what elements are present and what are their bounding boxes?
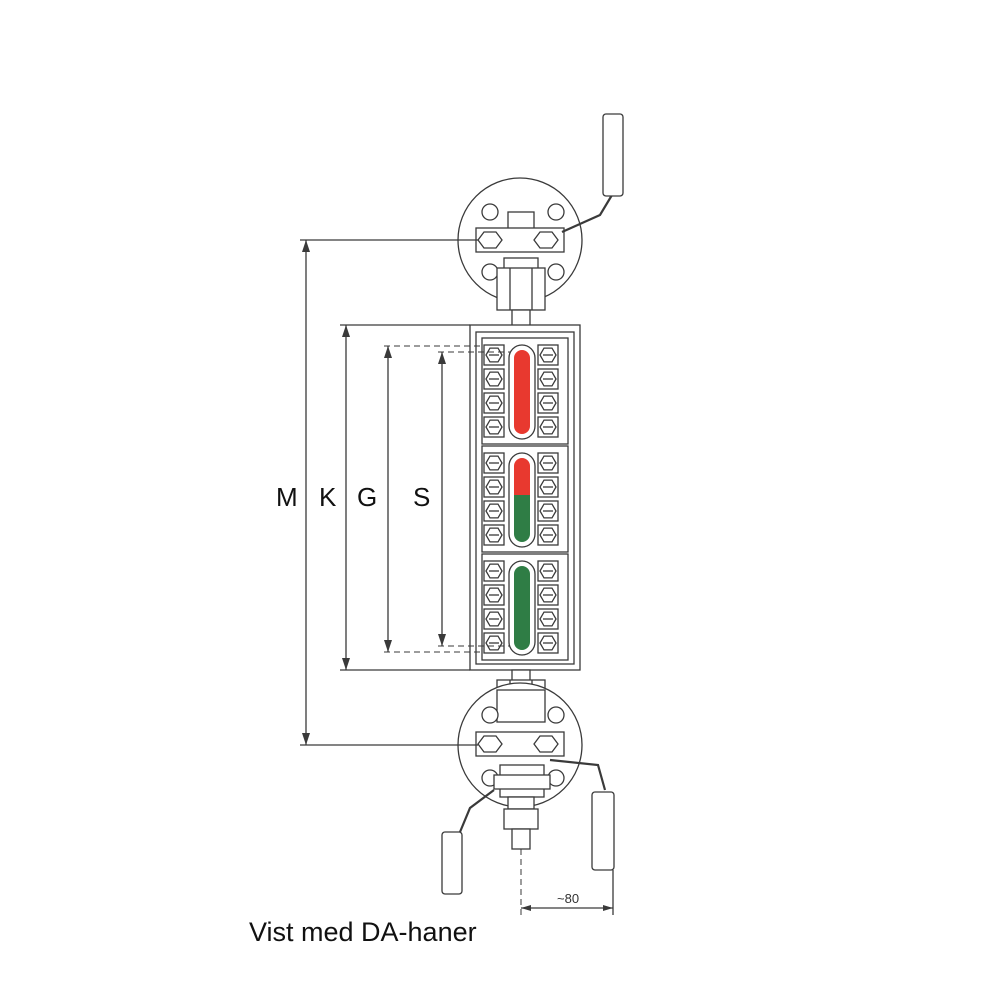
bolt-seat [537,584,559,606]
bolt-seat [537,476,559,498]
bolt-seat [483,560,505,582]
bolt-seat [483,632,505,654]
bolt-seat [483,500,505,522]
offset-dimension-label: ~80 [557,891,579,906]
bolt-seat [537,416,559,438]
bolt-seat [537,368,559,390]
top-valve [457,113,624,327]
bolt-array [483,344,559,654]
bolt-seat [537,392,559,414]
bolt-seat [537,500,559,522]
bolt-seat [537,608,559,630]
bolt-seat [483,416,505,438]
bottom-valve [441,669,615,895]
dimension-label-m: M [276,482,298,512]
bolt-seat [483,452,505,474]
bolt-seat [483,584,505,606]
dimension-label-s: S [413,482,430,512]
bolt-seat [483,476,505,498]
sight-window-middle-red [514,458,530,495]
sight-windows [508,344,536,656]
bolt-seat [537,632,559,654]
bolt-seat [483,368,505,390]
sight-window-bottom-green [514,566,530,650]
sight-window-middle-green [514,495,530,542]
sight-window-top-red [514,350,530,434]
bolt-seat [483,344,505,366]
bolt-seat [537,452,559,474]
dimension-label-g: G [357,482,377,512]
bolt-seat [537,344,559,366]
bolt-seat [537,560,559,582]
caption: Vist med DA-haner [249,917,477,947]
bolt-seat [537,524,559,546]
dimension-label-k: K [319,482,337,512]
dimension-lines [300,239,614,915]
bolt-seat [483,608,505,630]
bolt-seat [483,392,505,414]
bolt-seat [483,524,505,546]
